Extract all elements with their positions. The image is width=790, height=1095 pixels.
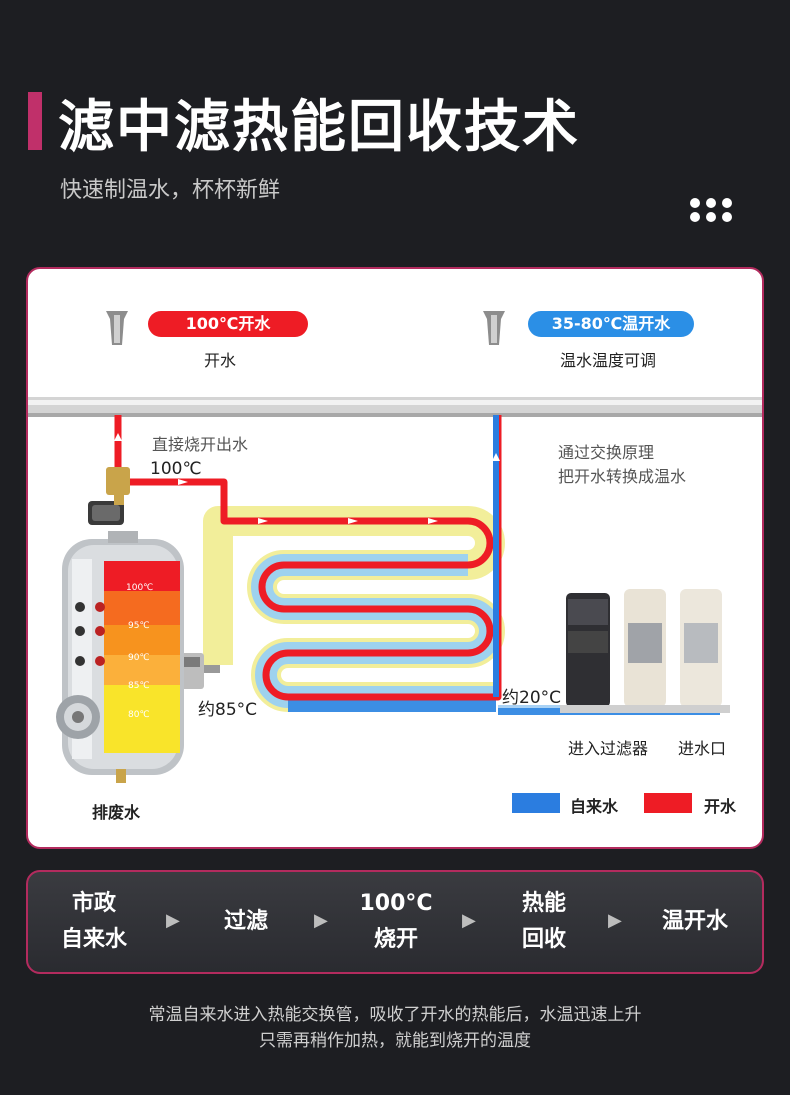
hot-water-pill: 100℃开水 [148,311,308,337]
flow-arrow-icon: ▶ [314,910,328,931]
filter-label: 进入过滤器 [568,739,649,758]
legend-boil-swatch [644,793,692,813]
diagram-panel: 100℃开水 开水 35-80℃温开水 温水温度可调 直接烧开出水 100℃ 通… [26,267,764,849]
tank-level-label: 90℃ [128,653,150,663]
boiler-tank [56,531,184,783]
flow-step-filter: 过滤 [223,909,268,934]
exchange-line-2: 把开水转换成温水 [558,467,687,486]
page-subtitle: 快速制温水，杯杯新鲜 [60,178,281,203]
boil-direct-label: 直接烧开出水 [152,435,249,454]
hot-tap-icon [106,311,128,345]
footer-line-2: 只需再稍作加热，就能到烧开的温度 [259,1031,531,1051]
page-title: 滤中滤热能回收技术 [58,95,580,160]
tank-level-label: 100℃ [126,583,154,593]
legend-boil-label: 开水 [704,797,737,816]
flow-step-municipal: 市政自来水 [60,891,127,952]
temp-20-label: 约20°C [502,688,562,708]
warm-water-label: 温水温度可调 [560,351,657,370]
legend-tap-label: 自来水 [570,797,619,816]
flow-step-recover: 热能回收 [521,891,566,952]
legend-tap-swatch [512,793,560,813]
flow-arrow-icon: ▶ [462,910,476,931]
hot-water-label: 开水 [204,351,237,370]
tank-level-label: 80℃ [128,710,150,720]
flow-arrow-icon: ▶ [608,910,622,931]
warm-tap-icon [483,311,505,345]
more-dots-icon[interactable] [690,198,732,222]
footer-line-1: 常温自来水进入热能交换管，吸收了开水的热能后，水温迅速上升 [148,1005,642,1025]
temp-100-label: 100℃ [150,459,202,479]
exchange-line-1: 通过交换原理 [558,443,655,462]
flow-arrow-icon: ▶ [166,910,180,931]
tank-level-label: 95℃ [128,621,150,631]
drain-label: 排废水 [92,803,141,822]
filter-cartridges [560,589,730,713]
flow-step-warm: 温开水 [661,909,728,934]
tank-level-label: 85℃ [128,681,150,691]
inlet-label: 进水口 [678,739,727,758]
title-accent-bar [28,92,42,150]
heat-exchange-diagram [28,311,762,813]
exchanger-cold-pipe [251,554,501,708]
exchanger-hot-pipe [114,415,502,701]
warm-water-pill: 35-80℃温开水 [528,311,694,337]
valve-icon [88,467,130,525]
side-valve-icon [178,653,220,689]
temp-85-label: 约85°C [198,700,258,720]
